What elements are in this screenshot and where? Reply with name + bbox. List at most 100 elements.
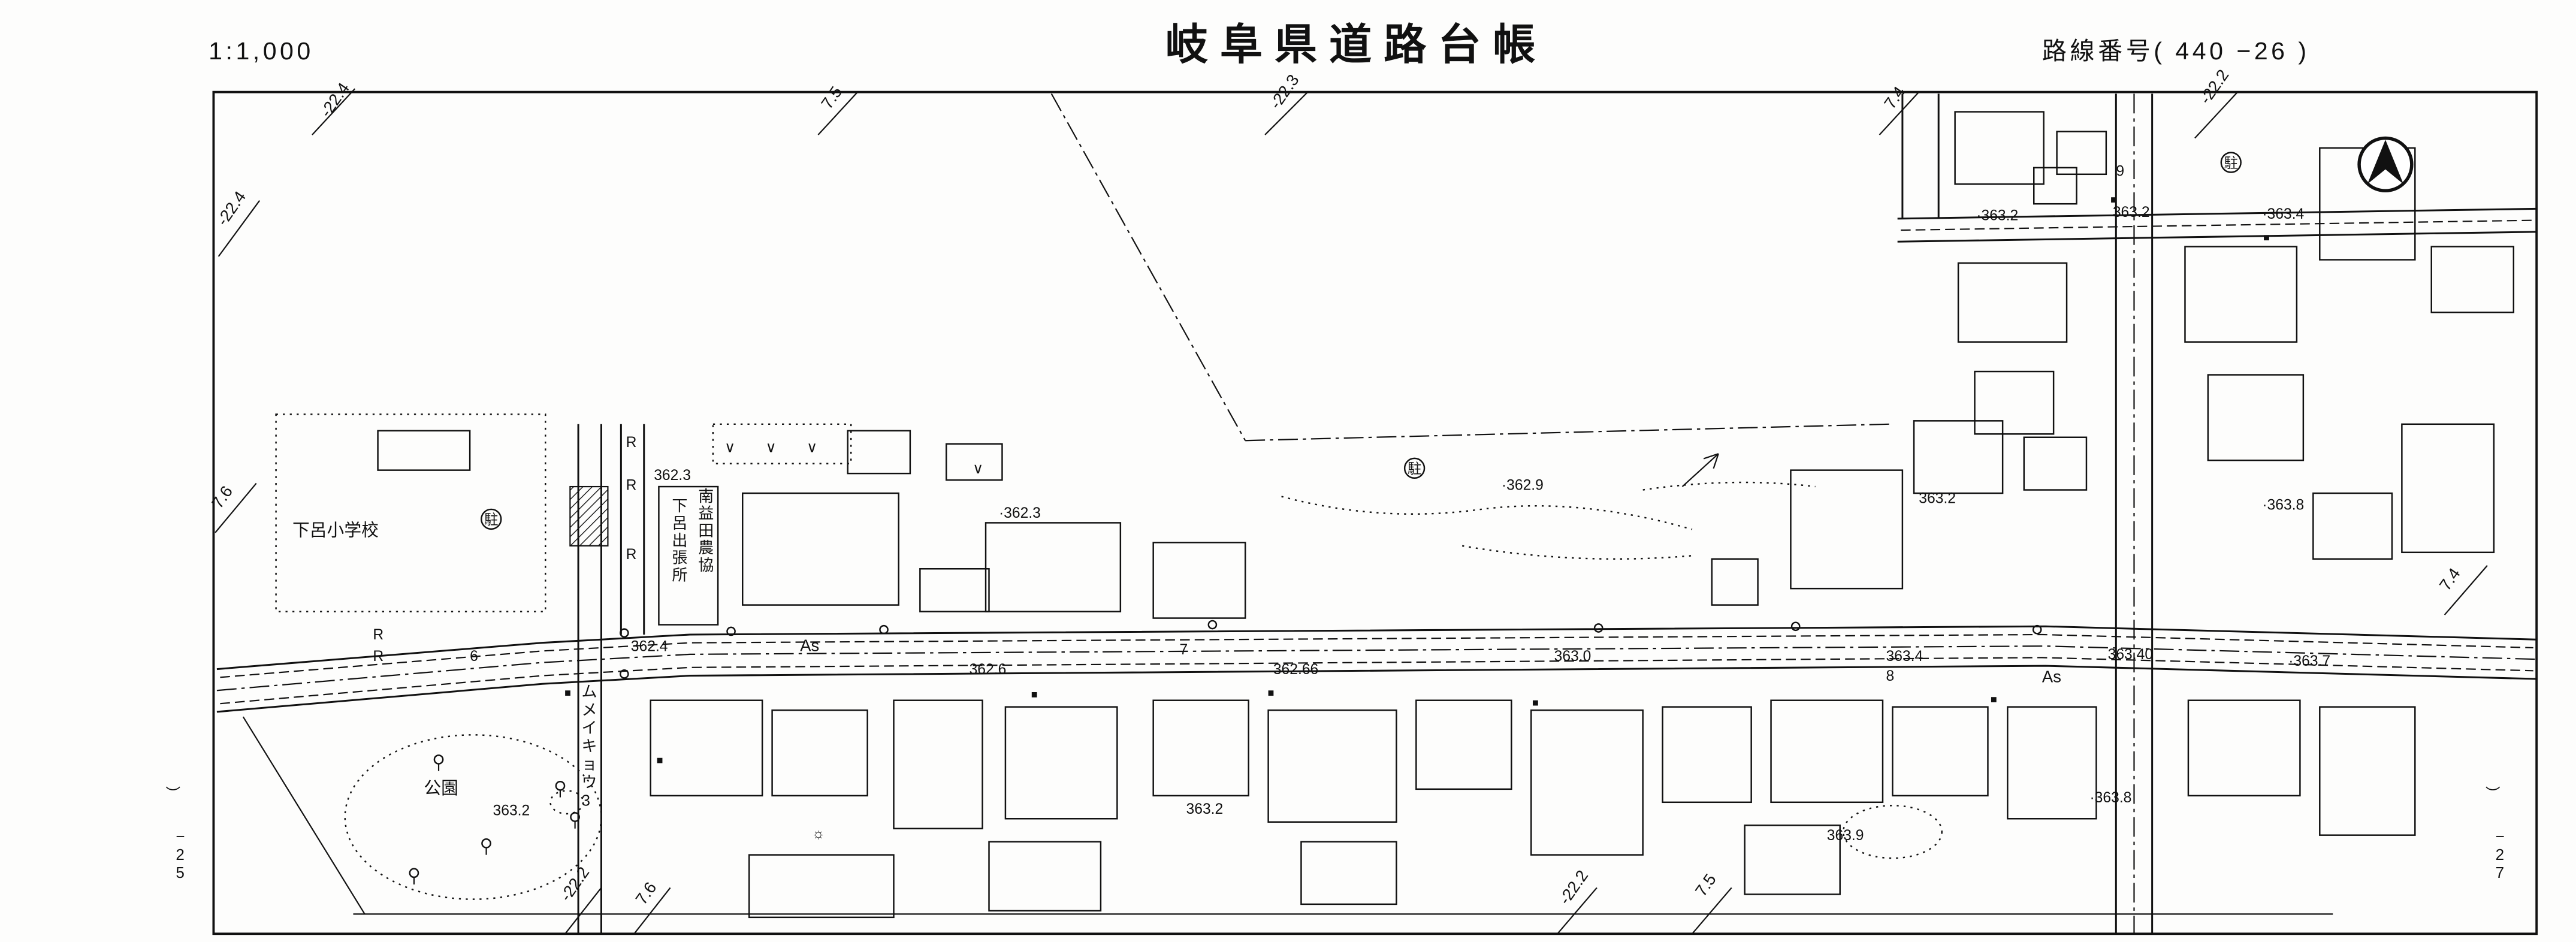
sheet-paren-left: ） — [164, 786, 181, 801]
parking-symbol: 駐 — [2224, 155, 2238, 171]
building-outline — [1770, 699, 1884, 804]
building-outline — [1790, 469, 1904, 590]
edge-ticks — [215, 88, 2488, 934]
edge-distance-label: 7.4 — [2436, 564, 2464, 594]
road-line — [216, 625, 2537, 671]
edge-distance-label: 7.6 — [208, 482, 236, 512]
elevation-label: ·363.8 — [2262, 497, 2304, 513]
buildings — [377, 111, 2515, 919]
road-line — [216, 665, 2537, 713]
map-frame — [212, 90, 2538, 935]
building-outline — [771, 709, 868, 797]
vegetation-mark: ∨ — [724, 439, 735, 455]
edge-distance-label: 7.5 — [817, 83, 845, 112]
building-outline — [2207, 374, 2305, 461]
dotted-boundary — [1461, 545, 1693, 560]
place-label: 公園 — [424, 779, 458, 798]
dotted-boundary — [1281, 496, 1693, 530]
elevation-label: 363.2 — [1919, 490, 1956, 506]
edge-tick — [2444, 565, 2488, 615]
building-outline — [742, 492, 899, 606]
elevation-label: ·363.8 — [2089, 790, 2131, 806]
r-mark: R — [373, 627, 383, 643]
road-line — [1897, 231, 2537, 243]
building-outline — [1152, 542, 1246, 619]
dotted-boundary — [1842, 805, 1943, 859]
direction-arrow — [1713, 453, 1719, 469]
elevation-label: 362.6 — [970, 662, 1007, 678]
station-number: 9 — [2116, 164, 2124, 180]
elevation-label: ·362.9 — [1502, 478, 1544, 494]
station-number: 8 — [1886, 668, 1894, 684]
scale-label: 1:1,000 — [209, 37, 314, 65]
place-label: 下呂小学校 — [292, 521, 379, 540]
direction-arrow — [1703, 453, 1719, 460]
road-line — [220, 633, 2533, 678]
benchmark-point — [1991, 697, 1997, 703]
elevation-label: ·363.4 — [2262, 206, 2304, 222]
vegetation-mark: ∨ — [807, 439, 817, 455]
elevation-label: 363.4 — [1886, 648, 1923, 665]
benchmark-point — [565, 690, 570, 696]
parking-symbol-circle — [481, 508, 502, 530]
elevation-label: 363.2 — [1186, 801, 1224, 817]
bridge-hatch — [569, 485, 609, 547]
road-line — [242, 716, 366, 914]
dotted-boundary — [275, 413, 546, 612]
building-outline — [2187, 699, 2301, 797]
road-line — [1901, 219, 2533, 231]
building-outline — [2430, 246, 2515, 313]
building-outline — [377, 430, 471, 471]
edge-tick — [312, 88, 356, 135]
direction-arrow-group — [1681, 453, 1719, 487]
sheet-paren-right: ） — [2484, 786, 2500, 801]
building-outline — [1913, 420, 2004, 494]
building-outline — [1892, 706, 1989, 797]
dotted-boundary — [1050, 93, 1246, 441]
dotted-boundary — [549, 790, 584, 815]
building-outline — [2056, 131, 2107, 176]
building-outline — [919, 568, 990, 612]
building-outline — [1662, 706, 1752, 804]
building-outline — [2312, 492, 2393, 560]
building-outline — [2033, 167, 2077, 205]
tree-symbol — [481, 838, 491, 855]
edge-tick — [218, 200, 261, 257]
r-mark: R — [626, 547, 637, 563]
edge-tick — [633, 887, 671, 934]
elevation-label: 362.3 — [654, 467, 691, 484]
parking-symbol-circle — [1403, 457, 1426, 479]
road-line — [216, 645, 2537, 692]
building-outline — [2023, 436, 2088, 491]
building-outline — [893, 699, 983, 829]
coop-name-label: 南益田農協 — [698, 487, 714, 574]
edge-tick — [1879, 91, 1920, 135]
building-outline — [1957, 262, 2068, 343]
edge-distance-label: 7.6 — [632, 878, 660, 908]
building-outline — [988, 841, 1102, 912]
elevation-label: 363.0 — [1554, 648, 1591, 665]
edge-distance-label: -22.2 — [556, 864, 593, 905]
building-outline — [658, 485, 719, 626]
edge-distance-label: -22.2 — [1555, 866, 1591, 908]
benchmark-point — [657, 757, 663, 763]
route-number-label: 路線番号( 440 −26 ) — [2042, 37, 2310, 65]
dotted-boundary — [712, 423, 852, 464]
utility-pole-symbol — [726, 626, 736, 636]
benchmark-point — [2111, 197, 2116, 203]
building-outline — [1711, 558, 1759, 606]
coop-branch-label: 下呂出張所 — [672, 497, 687, 584]
utility-pole-symbol — [1790, 621, 1801, 632]
building-outline — [1974, 370, 2055, 435]
building-outline — [2007, 706, 2097, 820]
dotted-boundary — [1642, 481, 1816, 491]
elevation-label: ·363.2 — [1976, 208, 2018, 224]
elevation-label: ·363.7 — [2288, 653, 2330, 669]
building-outline — [2184, 246, 2298, 343]
dotted-boundary — [344, 734, 602, 900]
tree-symbol — [433, 754, 444, 771]
building-outline — [1267, 709, 1397, 823]
r-mark: R — [373, 648, 383, 665]
tree-symbol — [570, 812, 580, 829]
